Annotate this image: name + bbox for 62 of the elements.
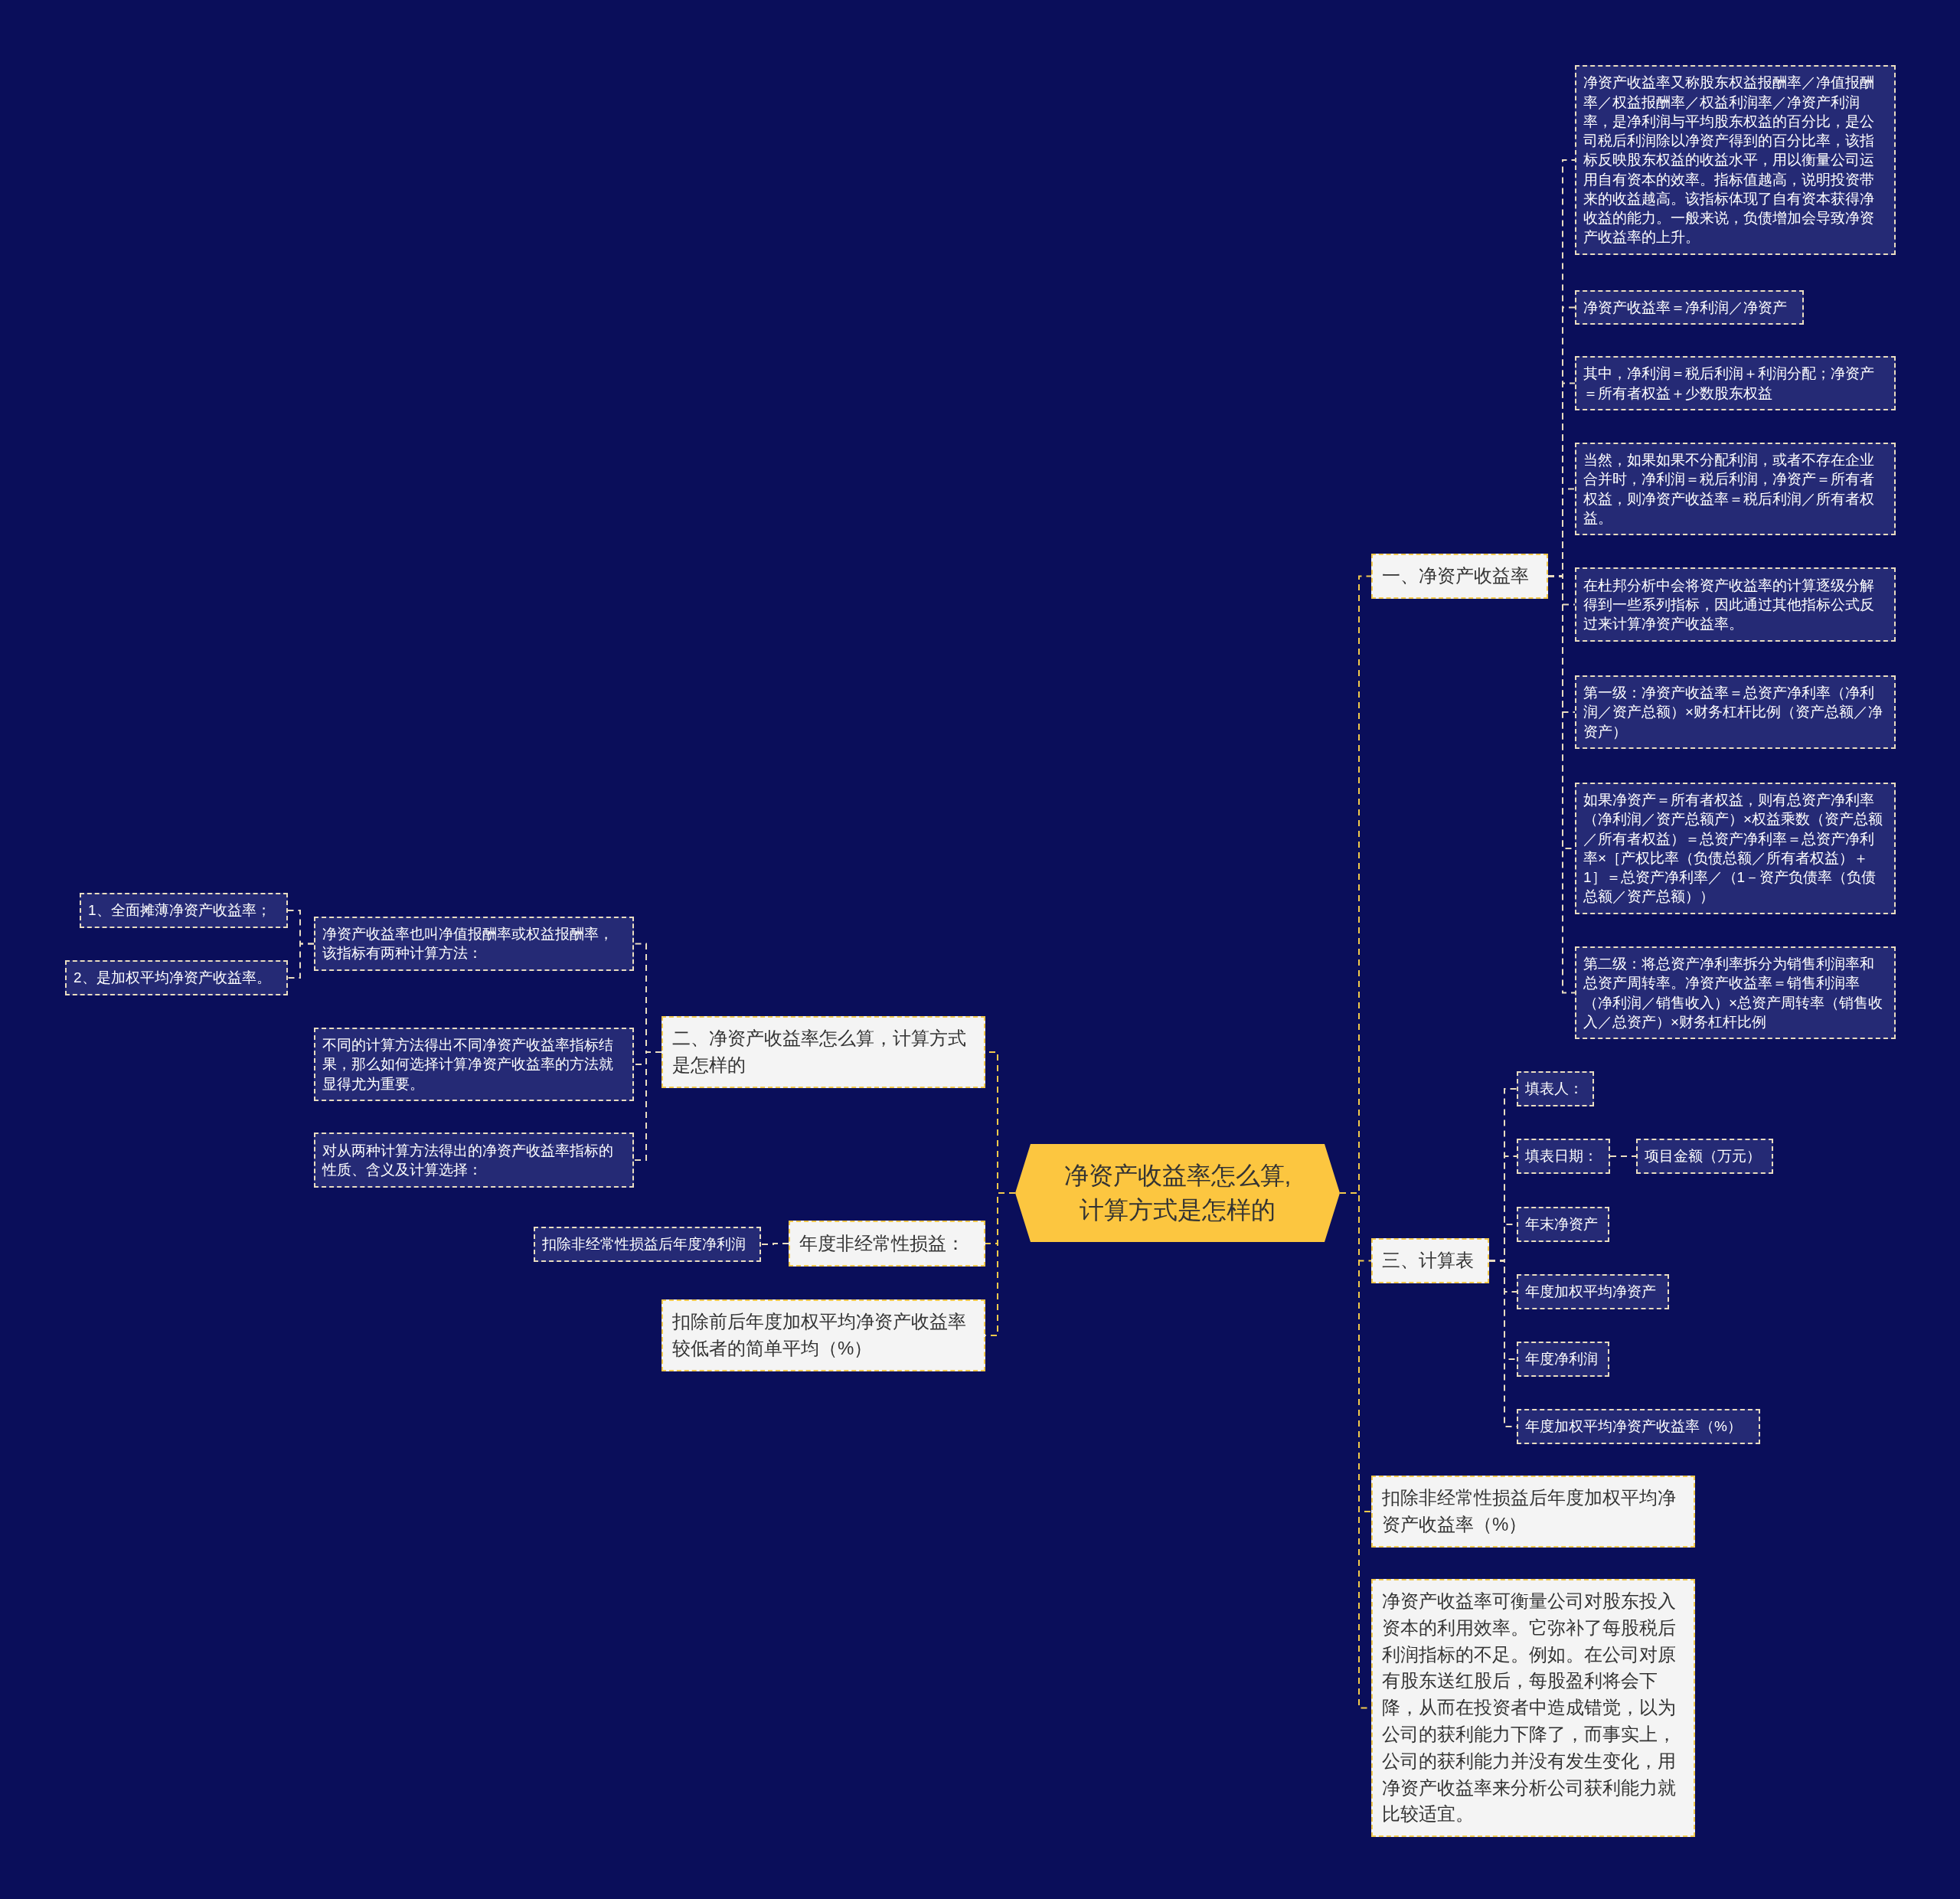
topic-text: 年度非经常性损益： (799, 1231, 965, 1255)
topic-text: 净资产收益率＝净利润／净资产 (1583, 299, 1788, 317)
subtopic-box (1575, 675, 1896, 749)
subtopic-box (1575, 783, 1896, 914)
topic-text: 年度加权平均净资产收益率（%） (1525, 1417, 1743, 1437)
subtopic-box (1517, 1274, 1669, 1309)
subtopic-box (1575, 567, 1896, 642)
topic-text: 在杜邦分析中会将资产收益率的计算逐级分解得到一些系列指标，因此通过其他指标公式反过来计算净资产收益率。 (1583, 576, 1875, 634)
topic-text: 如果净资产＝所有者权益，则有总资产净利率（净利润／资产总额产）×权益乘数（资产总额／所有者权益）＝总资产净利率＝总资产净利率×［产权比率（负债总额／所有者权益）＋1］＝总资产净利率／（1－资产负债率（负债总额／资产总额）） (1583, 791, 1884, 907)
topic-text: 净资产收益率也叫净值报酬率或权益报酬率，该指标有两种计算方法： (322, 925, 614, 963)
topic-text: 项目金额（万元） (1645, 1147, 1762, 1166)
topic-text: 其中，净利润＝税后利润＋利润分配；净资产＝所有者权益＋少数股东权益 (1583, 364, 1875, 403)
topic-text: 扣除前后年度加权平均净资产收益率较低者的简单平均（%） (672, 1310, 967, 1360)
central-topic-text: 净资产收益率怎么算,计算方式是怎样的 (1063, 1161, 1292, 1225)
topic-text: 扣除非经常性损益后年度加权平均净资产收益率（%） (1382, 1486, 1677, 1536)
topic-text: 第二级：将总资产净利率拆分为销售利润率和总资产周转率。净资产收益率＝销售利润率（净利润／销售收入）×总资产周转率（销售收入／总资产）×财务杠杆比例 (1583, 955, 1884, 1031)
topic-box (789, 1221, 985, 1267)
subtopic-box (314, 1028, 634, 1101)
topic-text: 对从两种计算方法得出的净资产收益率指标的性质、含义及计算选择： (322, 1141, 614, 1179)
topic-text: 不同的计算方法得出不同净资产收益率指标结果，那么如何选择计算净资产收益率的方法就显得尤为重要。 (322, 1036, 614, 1093)
connector-line (760, 1243, 789, 1245)
subtopic-box (1636, 1139, 1773, 1174)
subtopic-box (1517, 1207, 1609, 1242)
topic-text: 填表日期： (1525, 1147, 1599, 1166)
subtopic-box (1575, 290, 1804, 325)
topic-box (1371, 1238, 1489, 1283)
topic-text: 年度净利润 (1525, 1350, 1599, 1369)
connector-line (287, 943, 315, 979)
subtopic-box (534, 1227, 761, 1262)
subtopic-box (65, 960, 288, 995)
topic-text: 第一级：净资产收益率＝总资产净利率（净利润／资产总额）×财务杠杆比例（资产总额／净资产） (1583, 684, 1884, 741)
topic-text: 一、净资产收益率 (1382, 564, 1530, 588)
subtopic-box (1575, 443, 1896, 536)
topic-box (662, 1016, 985, 1088)
connector-line (1609, 1155, 1637, 1157)
topic-box (1371, 1579, 1695, 1838)
subtopic-box (1575, 946, 1896, 1040)
subtopic-box (314, 917, 634, 971)
topic-box (1371, 554, 1548, 599)
connector-line (633, 1051, 662, 1161)
subtopic-box (1517, 1071, 1594, 1106)
topic-text: 扣除非经常性损益后年度净利润 (542, 1235, 746, 1254)
topic-text: 填表人： (1525, 1080, 1584, 1099)
topic-text: 年度加权平均净资产 (1525, 1283, 1657, 1302)
subtopic-box (1517, 1409, 1760, 1444)
topic-text: 净资产收益率可衡量公司对股东投入资本的利用效率。它弥补了每股税后利润指标的不足。例如。在公司对原有股东送红股后，每股盈利将会下降，从而在投资者中造成错觉，以为公司的获利能力下降了，而事实上，公司的获利能力并没有发生变化，用净资产收益率来分析公司获利能力就比较适宜。 (1382, 1590, 1677, 1826)
subtopic-box (1575, 65, 1896, 255)
topic-text: 2、是加权平均净资产收益率。 (74, 969, 272, 988)
topic-text: 当然，如果如果不分配利润，或者不存在企业合并时，净利润＝税后利润，净资产＝所有者权益，则净资产收益率＝税后利润／所有者权益。 (1583, 451, 1875, 528)
subtopic-box (80, 893, 288, 928)
topic-box (662, 1299, 985, 1371)
topic-text: 二、净资产收益率怎么算，计算方式是怎样的 (672, 1027, 967, 1077)
subtopic-box (314, 1133, 634, 1188)
central-topic-hexagon (1015, 1144, 1340, 1242)
topic-text: 三、计算表 (1382, 1249, 1475, 1272)
topic-text: 净资产收益率又称股东权益报酬率／净值报酬率／权益报酬率／权益利润率／净资产利润率，是净利润与平均股东权益的百分比，是公司税后利润除以净资产得到的百分比率，该指标反映股东权益的收益水平，用以衡量公司运用自有资本的效率。指标值越高，说明投资带来的收益越高。该指标体现了自有资本获得净收益的能力。一般来说，负债增加会导致净资产收益率的上升。 (1583, 74, 1875, 247)
topic-text: 年末净资产 (1525, 1215, 1599, 1234)
topic-box (1371, 1476, 1695, 1548)
subtopic-box (1517, 1342, 1609, 1377)
subtopic-box (1517, 1139, 1610, 1174)
subtopic-box (1575, 356, 1896, 410)
topic-text: 1、全面摊薄净资产收益率； (88, 901, 272, 920)
